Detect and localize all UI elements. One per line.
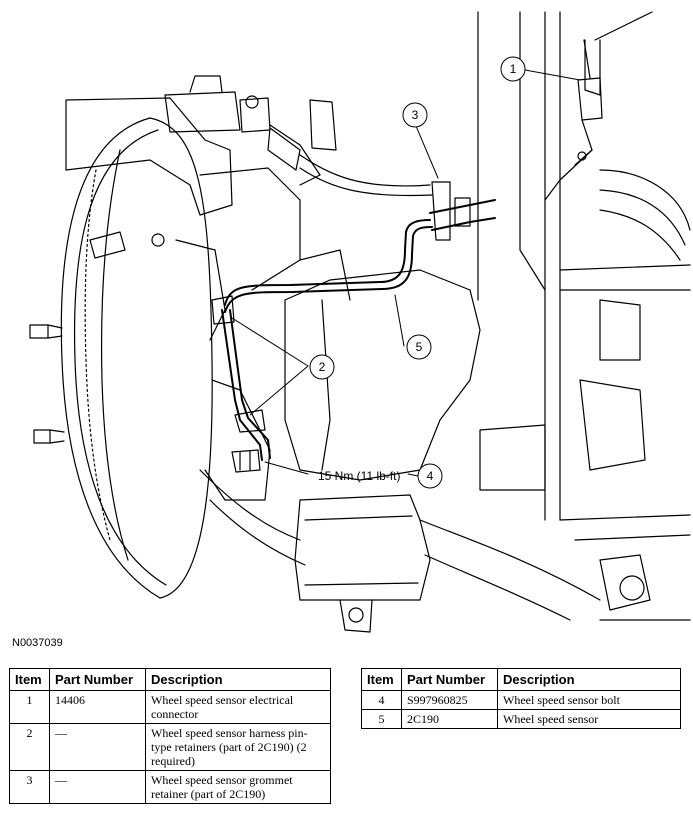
suspension-strut bbox=[477, 11, 691, 621]
figure-reference-id: N0037039 bbox=[12, 637, 63, 649]
table-row: 1 14406 Wheel speed sensor electrical co… bbox=[9, 690, 331, 724]
callout-leaders bbox=[231, 69, 581, 477]
grommet-retainer bbox=[431, 181, 471, 241]
table-row: 4 S997960825 Wheel speed sensor bolt bbox=[361, 690, 681, 710]
part-number-cell: 2C190 bbox=[401, 709, 498, 729]
callout-2-number: 2 bbox=[319, 360, 326, 374]
parts-table-left: Item Part Number Description 1 14406 Whe… bbox=[9, 668, 331, 804]
header-description: Description bbox=[145, 668, 331, 691]
callout-1: 1 bbox=[500, 56, 526, 82]
parts-table-right: Item Part Number Description 4 S99796082… bbox=[361, 668, 681, 729]
header-item: Item bbox=[9, 668, 50, 691]
description-cell: Wheel speed sensor bbox=[497, 709, 681, 729]
header-part-number: Part Number bbox=[49, 668, 146, 691]
callout-2: 2 bbox=[309, 354, 335, 380]
part-number-cell: — bbox=[49, 723, 146, 771]
callout-3: 3 bbox=[402, 102, 428, 128]
callout-3-number: 3 bbox=[412, 108, 419, 122]
sensor-electrical-connector bbox=[544, 39, 603, 201]
callout-5-number: 5 bbox=[416, 340, 423, 354]
table-row: 2 — Wheel speed sensor harness pin-type … bbox=[9, 723, 331, 771]
header-description: Description bbox=[497, 668, 681, 691]
item-cell: 2 bbox=[9, 723, 50, 771]
sensor-bolt bbox=[231, 449, 261, 473]
table-row: 5 2C190 Wheel speed sensor bbox=[361, 709, 681, 729]
brake-hose bbox=[267, 127, 433, 197]
wheel-hub-studs bbox=[29, 324, 65, 444]
item-cell: 1 bbox=[9, 690, 50, 724]
item-cell: 5 bbox=[361, 709, 402, 729]
description-cell: Wheel speed sensor bolt bbox=[497, 690, 681, 710]
item-cell: 4 bbox=[361, 690, 402, 710]
part-number-cell: S997960825 bbox=[401, 690, 498, 710]
table-header-row: Item Part Number Description bbox=[361, 668, 681, 691]
brake-caliper bbox=[65, 75, 337, 341]
description-cell: Wheel speed sensor grommet retainer (par… bbox=[145, 770, 331, 804]
part-number-cell: 14406 bbox=[49, 690, 146, 724]
description-cell: Wheel speed sensor electrical connector bbox=[145, 690, 331, 724]
callout-4-number: 4 bbox=[427, 469, 434, 483]
header-part-number: Part Number bbox=[401, 668, 498, 691]
callout-4: 15 Nm (11 lb-ft) 4 bbox=[318, 463, 443, 489]
header-item: Item bbox=[361, 668, 402, 691]
brake-rotor bbox=[60, 117, 213, 599]
table-row: 3 — Wheel speed sensor grommet retainer … bbox=[9, 770, 331, 804]
callout-1-number: 1 bbox=[510, 62, 517, 76]
steering-knuckle bbox=[199, 167, 481, 501]
description-cell: Wheel speed sensor harness pin-type reta… bbox=[145, 723, 331, 771]
part-number-cell: — bbox=[49, 770, 146, 804]
torque-spec-label: 15 Nm (11 lb-ft) bbox=[318, 469, 400, 483]
callout-5: 5 bbox=[406, 334, 432, 360]
wheel-speed-sensor-illustration: 1 2 3 15 Nm (11 lb-ft) 4 5 bbox=[29, 11, 691, 633]
item-cell: 3 bbox=[9, 770, 50, 804]
lower-arm bbox=[199, 469, 601, 633]
pin-retainers bbox=[211, 295, 266, 433]
table-header-row: Item Part Number Description bbox=[9, 668, 331, 691]
wheel-speed-sensor-harness bbox=[221, 199, 496, 461]
